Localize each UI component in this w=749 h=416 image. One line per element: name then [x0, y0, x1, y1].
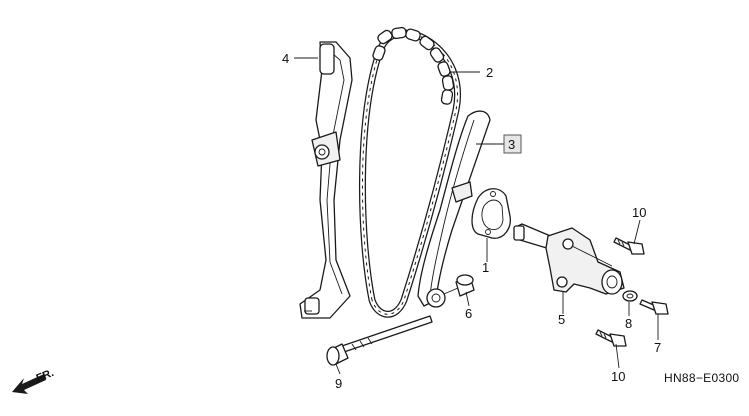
callout-2: 2: [486, 65, 493, 80]
sealing-washer[interactable]: [622, 290, 638, 302]
direction-label: FR.: [35, 367, 56, 385]
callout-7: 7: [654, 340, 661, 355]
tensioner-slipper[interactable]: [417, 110, 491, 308]
diagram-code: HN88−E0300: [664, 371, 739, 385]
callout-3-highlight[interactable]: 3: [503, 134, 522, 154]
callout-3: 3: [508, 137, 515, 152]
callout-1: 1: [482, 260, 489, 275]
cam-chain[interactable]: [359, 26, 462, 318]
tensioner-gasket[interactable]: [471, 188, 511, 239]
sealing-bolt[interactable]: [639, 299, 669, 315]
callout-6: 6: [465, 306, 472, 321]
callout-8: 8: [625, 316, 632, 331]
leader-lines: [294, 57, 659, 375]
front-direction-arrow: FR.: [12, 367, 56, 394]
pivot-bolt[interactable]: [326, 315, 433, 366]
guide-bolt[interactable]: [443, 274, 475, 297]
mounting-bolt-lower[interactable]: [595, 329, 627, 347]
callout-5: 5: [558, 312, 565, 327]
callout-9: 9: [335, 376, 342, 391]
callout-4: 4: [282, 51, 289, 66]
cam-chain-guide[interactable]: [299, 41, 353, 319]
mounting-bolt-upper[interactable]: [613, 237, 645, 255]
tensioner-lifter[interactable]: [513, 223, 625, 295]
callout-10-upper: 10: [632, 205, 646, 220]
callout-10-lower: 10: [611, 369, 625, 384]
